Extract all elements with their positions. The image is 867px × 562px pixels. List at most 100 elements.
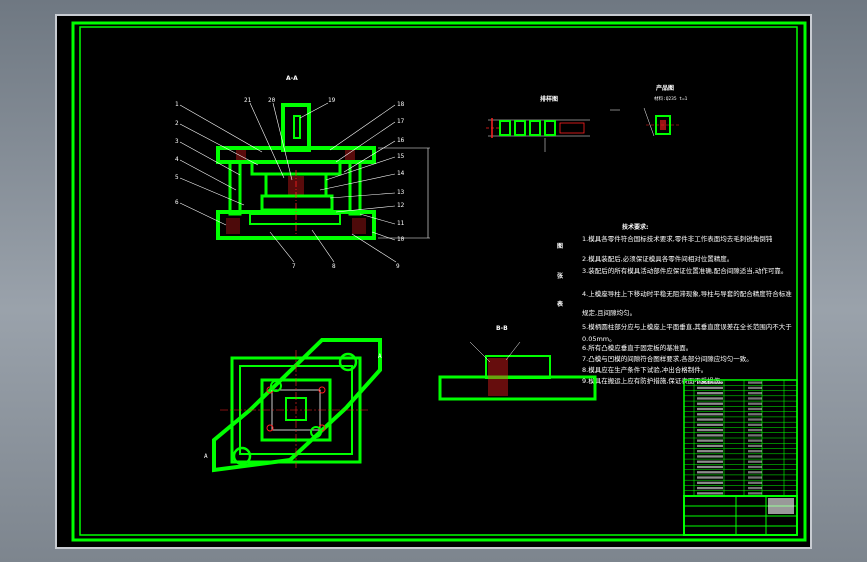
bom-cell-text [697,428,723,432]
bom-cell-text [748,481,762,484]
bom-cell-text [697,471,723,474]
svg-text:8: 8 [332,263,336,270]
svg-text:13: 13 [397,189,405,196]
svg-text:6.所有凸模应垂直于固定板的基准面。: 6.所有凸模应垂直于固定板的基准面。 [582,343,692,352]
bom-cell-text [697,481,723,484]
bom-cell-text [697,402,723,405]
svg-text:3: 3 [175,138,179,145]
bom-cell-text [748,465,762,469]
bom-cell-text [697,476,723,479]
bom-cell-text [748,455,762,458]
bom-cell-text [748,381,762,384]
svg-text:张: 张 [557,272,564,280]
svg-text:11: 11 [397,220,405,227]
bom-cell-text [748,397,762,400]
bom-cell-text [748,407,762,411]
svg-text:21: 21 [244,97,252,104]
bom-cell-text [748,439,762,442]
bom-cell-text [697,455,723,458]
svg-text:15: 15 [397,153,405,160]
product-label: 产品图 [656,84,674,92]
svg-text:17: 17 [397,118,405,125]
svg-text:14: 14 [397,170,405,177]
part-numbers-top: 21 20 19 [244,97,336,104]
svg-text:12: 12 [397,202,405,209]
bom-cell-text [748,428,762,432]
technical-requirements: 技术要求: 1.模具各零件符合国标技术要求,零件非工作表面均去毛刺锐角倒钝 2.… [582,223,792,385]
bom-cell-text [748,471,762,474]
bom-cell-text [697,439,723,442]
bom-cell-text [697,492,723,495]
bom-table [683,379,798,497]
svg-text:18: 18 [397,101,405,108]
svg-text:6: 6 [175,199,179,206]
bom-cell-text [748,492,762,495]
svg-text:4.上模座导柱上下移动时平稳无阻滞现象,导柱与导套的配合精度: 4.上模座导柱上下移动时平稳无阻滞现象,导柱与导套的配合精度符合标准 [582,289,792,298]
svg-text:7.凸模与凹模的间隙符合图样要求,各部分间隙应均匀一致。: 7.凸模与凹模的间隙符合图样要求,各部分间隙应均匀一致。 [582,354,753,363]
product-sub: 材料:Q235 t=1 [654,95,688,102]
svg-text:1: 1 [175,101,179,108]
side-marks: 图 张 表 [556,242,564,308]
bom-cell-text [748,460,762,463]
svg-text:19: 19 [328,97,336,104]
outer-frame [71,21,807,542]
tech-title: 技术要求: [622,223,648,231]
section-bb-view: B-B [438,325,597,401]
bom-cell-text [748,418,762,421]
svg-text:20: 20 [268,97,276,104]
plan-view: A A [204,338,382,473]
bom-cell-text [748,486,762,490]
svg-text:9.模具在搬运上应有防护措施,保证表面不受损伤。: 9.模具在搬运上应有防护措施,保证表面不受损伤。 [582,376,727,385]
svg-text:4: 4 [175,156,179,163]
bom-cell-text [697,460,723,463]
part-numbers-left: 1 2 3 4 5 6 [175,101,179,206]
svg-text:9: 9 [396,263,400,270]
bom-cell-text [697,434,723,437]
leaders-left [179,104,263,226]
svg-text:10: 10 [397,236,405,243]
inner-frame [79,26,798,536]
strip-layout-view: 排样图 [486,95,590,152]
bom-cell-text [697,386,723,390]
bom-cell-text [697,413,723,416]
section-aa-view: A-A [216,75,430,240]
svg-text:2.模具装配后,必须保证模具各零件间相对位置精度。: 2.模具装配后,必须保证模具各零件间相对位置精度。 [582,254,733,263]
part-numbers-bottom: 7 8 9 [292,263,400,270]
leaders-right [319,104,396,241]
title-block [683,495,798,536]
bom-cell-text [748,386,762,390]
bom-cell-text [697,397,723,400]
svg-text:图: 图 [557,242,563,250]
product-view: 产品图 材料:Q235 t=1 [610,84,688,137]
bom-cell-text [748,476,762,479]
bom-cell-text [748,402,762,405]
bom-cell-text [697,392,723,395]
bom-cell-text [748,444,762,448]
section-marker-a2: A [204,453,208,460]
bom-cell-text [748,392,762,395]
bom-cell-text [697,423,723,426]
svg-text:5: 5 [175,174,179,181]
bom-cell-text [697,450,723,453]
svg-text:1.模具各零件符合国标技术要求,零件非工作表面均去毛刺锐角倒: 1.模具各零件符合国标技术要求,零件非工作表面均去毛刺锐角倒钝 [582,234,773,243]
bom-cell-text [748,434,762,437]
bom-cell-text [697,418,723,421]
svg-text:5.模柄圆柱部分应与上模座上平面垂直,其垂直度误差在全长范围: 5.模柄圆柱部分应与上模座上平面垂直,其垂直度误差在全长范围内不大于 [582,322,792,331]
bom-cell-text [748,413,762,416]
part-numbers-right: 18 17 16 15 14 13 12 11 10 [397,101,405,243]
bom-cell-text [697,381,723,384]
svg-text:7: 7 [292,263,296,270]
svg-text:3.装配后的所有模具活动部件应保证位置准确,配合间隙适当,动: 3.装配后的所有模具活动部件应保证位置准确,配合间隙适当,动作可靠。 [582,266,787,275]
bom-cell-text [697,486,723,490]
svg-text:规定,且间隙均匀。: 规定,且间隙均匀。 [582,308,636,317]
leaders-top [249,102,329,181]
strip-layout-label: 排样图 [540,95,558,103]
bom-cell-text [748,423,762,426]
svg-text:8.模具应在生产条件下试验,冲出合格制件。: 8.模具应在生产条件下试验,冲出合格制件。 [582,365,707,374]
bom-cell-text [748,450,762,453]
svg-text:0.05mm。: 0.05mm。 [582,335,616,343]
section-bb-label: B-B [496,325,508,332]
svg-text:2: 2 [175,120,179,127]
